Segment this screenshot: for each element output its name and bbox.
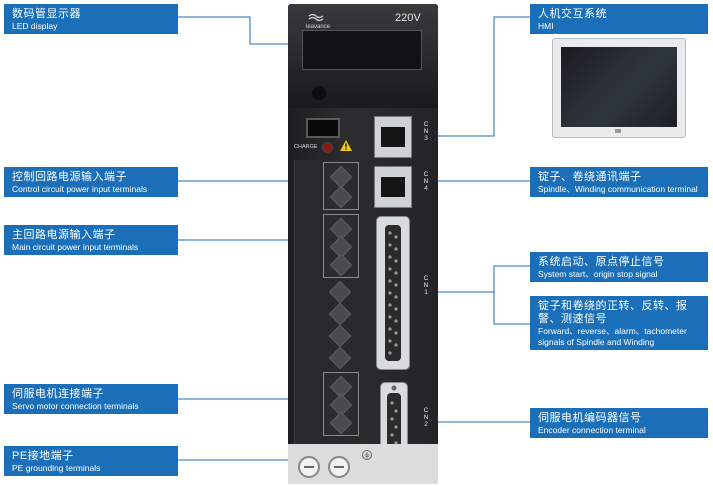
label-hmi-en: HMI (538, 21, 554, 32)
label-control-en: Control circuit power input terminals (12, 184, 148, 195)
label-forward-en: Forward、reverse、alarm、tachometer signals… (538, 326, 687, 347)
cn3-port (374, 116, 412, 158)
line-start (493, 265, 530, 325)
label-control-power: 控制回路电源输入端子 Control circuit power input t… (4, 167, 178, 197)
label-led-display: 数码管显示器 LED display (4, 4, 178, 34)
voltage-rating: 220V (395, 12, 421, 24)
hmi-device (552, 38, 686, 138)
terminal-screw (328, 346, 352, 370)
label-forward-signals: 锭子和卷绕的正转、反转、报警、测速信号 Forward、reverse、alar… (530, 296, 708, 350)
label-spindle-cn: 锭子、卷绕通讯端子 (538, 171, 642, 183)
label-encoder-cn: 伺服电机编码器信号 (538, 412, 642, 424)
label-forward-cn: 锭子和卷绕的正转、反转、报警、测速信号 (538, 300, 688, 326)
charge-window (306, 118, 340, 138)
label-start-en: System start、origin stop signal (538, 269, 658, 280)
label-pe-ground: PE接地端子 PE grounding terminals (4, 446, 178, 476)
charge-indicator-icon (322, 142, 333, 153)
drive-top-panel: leavance 220V (288, 4, 438, 108)
label-main-en: Main circuit power input terminals (12, 242, 139, 253)
rj45-socket (381, 127, 405, 147)
label-led-cn: 数码管显示器 (12, 8, 81, 20)
cn1-connector (376, 216, 410, 370)
label-led-en: LED display (12, 21, 58, 32)
pe-terminal-block (288, 444, 438, 484)
hmi-screen (561, 47, 677, 127)
warning-icon (340, 140, 352, 151)
line-led (178, 16, 302, 45)
label-servo-motor: 伺服电机连接端子 Servo motor connection terminal… (4, 384, 178, 414)
cn1-label: C N 1 (423, 275, 429, 296)
cn2-label: C N 2 (423, 407, 429, 428)
servo-drive: leavance 220V CHARGE (288, 4, 438, 484)
label-system-start: 系统启动、原点停止信号 System start、origin stop sig… (530, 252, 708, 282)
brand-logo-icon (308, 13, 324, 22)
hmi-button (615, 129, 621, 133)
main-terminals (323, 214, 359, 278)
terminal-screw (328, 324, 352, 348)
label-servo-cn: 伺服电机连接端子 (12, 388, 104, 400)
charge-label: CHARGE (294, 144, 318, 150)
terminal-screw (328, 280, 352, 304)
brand-name: leavance (306, 24, 331, 30)
label-spindle-en: Spindle、Winding communication terminal (538, 184, 698, 195)
terminal-screw (329, 411, 353, 435)
terminal-screw (328, 302, 352, 326)
led-display (302, 30, 422, 70)
label-hmi-cn: 人机交互系统 (538, 8, 607, 20)
pe-screw-icon (328, 456, 350, 478)
label-servo-en: Servo motor connection terminals (12, 401, 139, 412)
label-control-cn: 控制回路电源输入端子 (12, 171, 127, 183)
control-terminals (323, 162, 359, 210)
pe-screw-icon (298, 456, 320, 478)
rj45-socket (381, 177, 405, 197)
label-encoder-en: Encoder connection terminal (538, 425, 646, 436)
cn4-label: C N 4 (423, 171, 429, 192)
label-encoder: 伺服电机编码器信号 Encoder connection terminal (530, 408, 708, 438)
ground-symbol-icon (362, 450, 372, 460)
cn1-pins (385, 225, 401, 361)
terminal-strip (294, 160, 361, 444)
servo-terminals (323, 372, 359, 436)
label-spindle-comm: 锭子、卷绕通讯端子 Spindle、Winding communication … (530, 167, 708, 197)
cn3-label: C N 3 (423, 121, 429, 142)
terminal-screw (329, 253, 353, 277)
label-main-cn: 主回路电源输入端子 (12, 229, 116, 241)
front-knob (312, 86, 326, 100)
label-main-power: 主回路电源输入端子 Main circuit power input termi… (4, 225, 178, 255)
terminal-screw (329, 185, 353, 209)
label-start-cn: 系统启动、原点停止信号 (538, 256, 665, 268)
label-pe-en: PE grounding terminals (12, 463, 101, 474)
cn4-port (374, 166, 412, 208)
label-hmi: 人机交互系统 HMI (530, 4, 708, 34)
label-pe-cn: PE接地端子 (12, 450, 74, 462)
